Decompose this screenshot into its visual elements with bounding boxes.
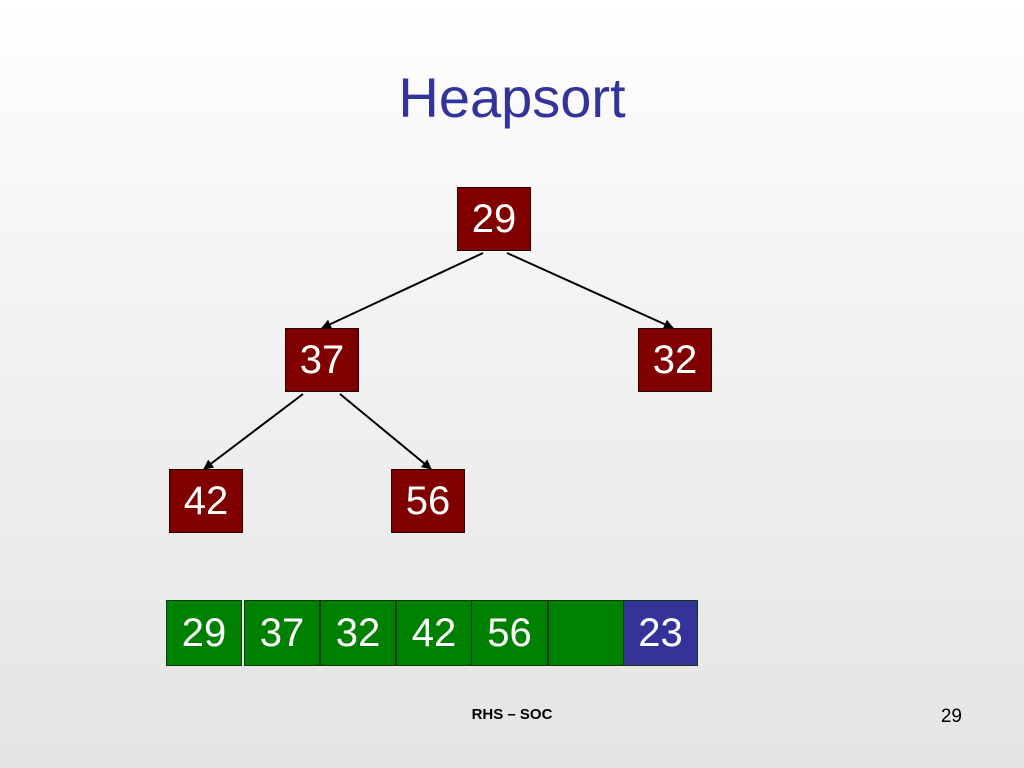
- page-number: 29: [940, 706, 962, 727]
- footer-text: RHS – SOC: [471, 706, 553, 723]
- edge-root-left: [321, 252, 484, 329]
- edge-left-left-left: [203, 393, 304, 470]
- tree-node-left-left: 42: [169, 469, 243, 533]
- array-cell: 29: [166, 600, 242, 666]
- edge-root-right: [506, 252, 674, 329]
- tree-node-left-right: 56: [391, 469, 465, 533]
- array-cell: 37: [244, 600, 320, 666]
- tree-node-right: 32: [638, 328, 712, 392]
- array-cell: 32: [320, 600, 396, 666]
- array-cell: 56: [471, 600, 548, 666]
- tree-node-left: 37: [285, 328, 359, 392]
- array-cell-sorted: 23: [623, 600, 698, 666]
- array-cell-empty: [548, 600, 624, 666]
- edge-left-left-right: [339, 393, 432, 470]
- tree-node-root: 29: [457, 187, 531, 251]
- slide-title: Heapsort: [398, 66, 626, 129]
- array-cell: 42: [396, 600, 472, 666]
